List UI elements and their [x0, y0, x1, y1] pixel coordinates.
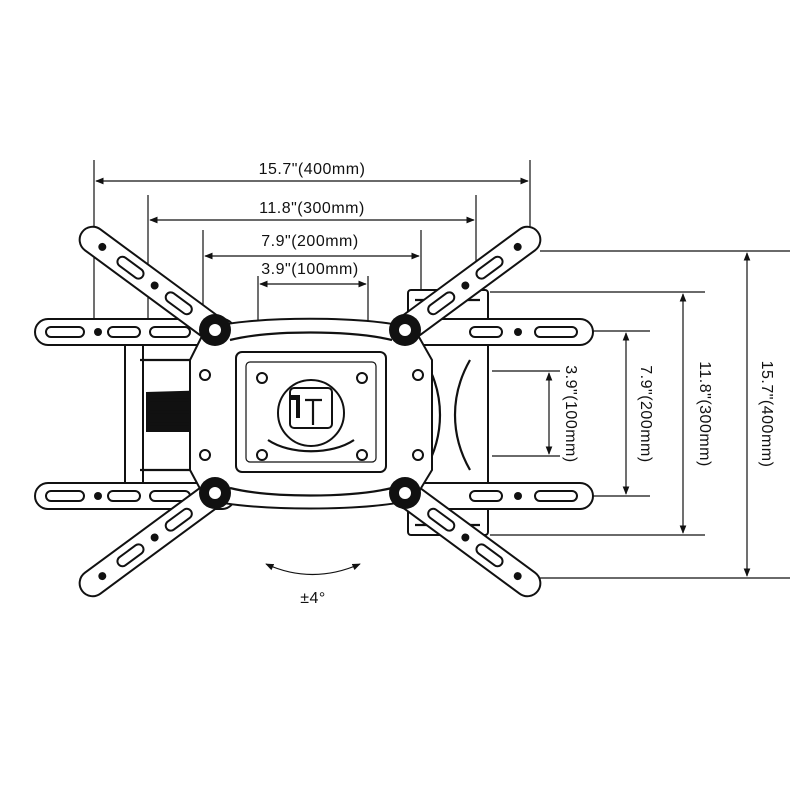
dim-label-400-v: 15.7"(400mm): [758, 361, 775, 468]
dim-label-200-h: 7.9"(200mm): [261, 233, 358, 250]
rivet: [412, 369, 424, 381]
screw-hole: [256, 449, 268, 461]
arm-slot: [534, 326, 578, 338]
center-plate: [189, 314, 433, 510]
rivet: [199, 449, 211, 461]
arm-bottom-left-diag: [78, 480, 227, 598]
tilt-knob: [290, 395, 300, 418]
arm-hole: [514, 328, 522, 336]
rivet: [199, 369, 211, 381]
dim-label-300-h: 11.8"(300mm): [259, 200, 365, 217]
arm-hole: [94, 492, 102, 500]
center-plate-edge: [229, 331, 393, 497]
pivot-hole: [399, 487, 411, 499]
dim-label-300-v: 11.8"(300mm): [696, 361, 713, 467]
arm-slot: [149, 326, 191, 338]
tilt-lever: [305, 398, 322, 425]
bracket-left-rail: [124, 334, 144, 486]
vesa-plate-inner: [245, 361, 377, 463]
tilt-hub-bracket: [289, 387, 333, 429]
arm-slot: [107, 490, 141, 502]
arm-slot: [469, 490, 503, 502]
dim-label-100-v: 3.9"(100mm): [562, 365, 579, 462]
arm-bottom-right-diag: [393, 480, 542, 598]
arm-slot: [45, 326, 85, 338]
pivot-hole: [399, 324, 411, 336]
arm-slot: [469, 326, 503, 338]
dim-label-100-h: 3.9"(100mm): [261, 261, 358, 278]
horizontal-arms: [34, 318, 594, 510]
pivot-hole: [209, 324, 221, 336]
tilt-label: ±4°: [300, 590, 326, 607]
arm-slot: [45, 490, 85, 502]
arm-slot: [534, 490, 578, 502]
dim-label-400-h: 15.7"(400mm): [259, 161, 366, 178]
screw-hole: [356, 449, 368, 461]
tilt-hub-curve: [267, 439, 355, 453]
screw-hole: [356, 372, 368, 384]
arm-hole: [514, 492, 522, 500]
pivot-hole: [209, 487, 221, 499]
diagonal-arms: [78, 225, 542, 598]
tilt-arrow-icon: [265, 563, 361, 576]
tilt-indicator: ±4°: [265, 563, 361, 607]
arm-slot: [107, 326, 141, 338]
rivet: [412, 449, 424, 461]
screw-hole: [256, 372, 268, 384]
arm-hole: [94, 328, 102, 336]
vertical-dimensions: 15.7"(400mm) 11.8"(300mm) 7.9"(200mm) 3.…: [490, 250, 790, 579]
dim-label-200-v: 7.9"(200mm): [637, 365, 654, 462]
